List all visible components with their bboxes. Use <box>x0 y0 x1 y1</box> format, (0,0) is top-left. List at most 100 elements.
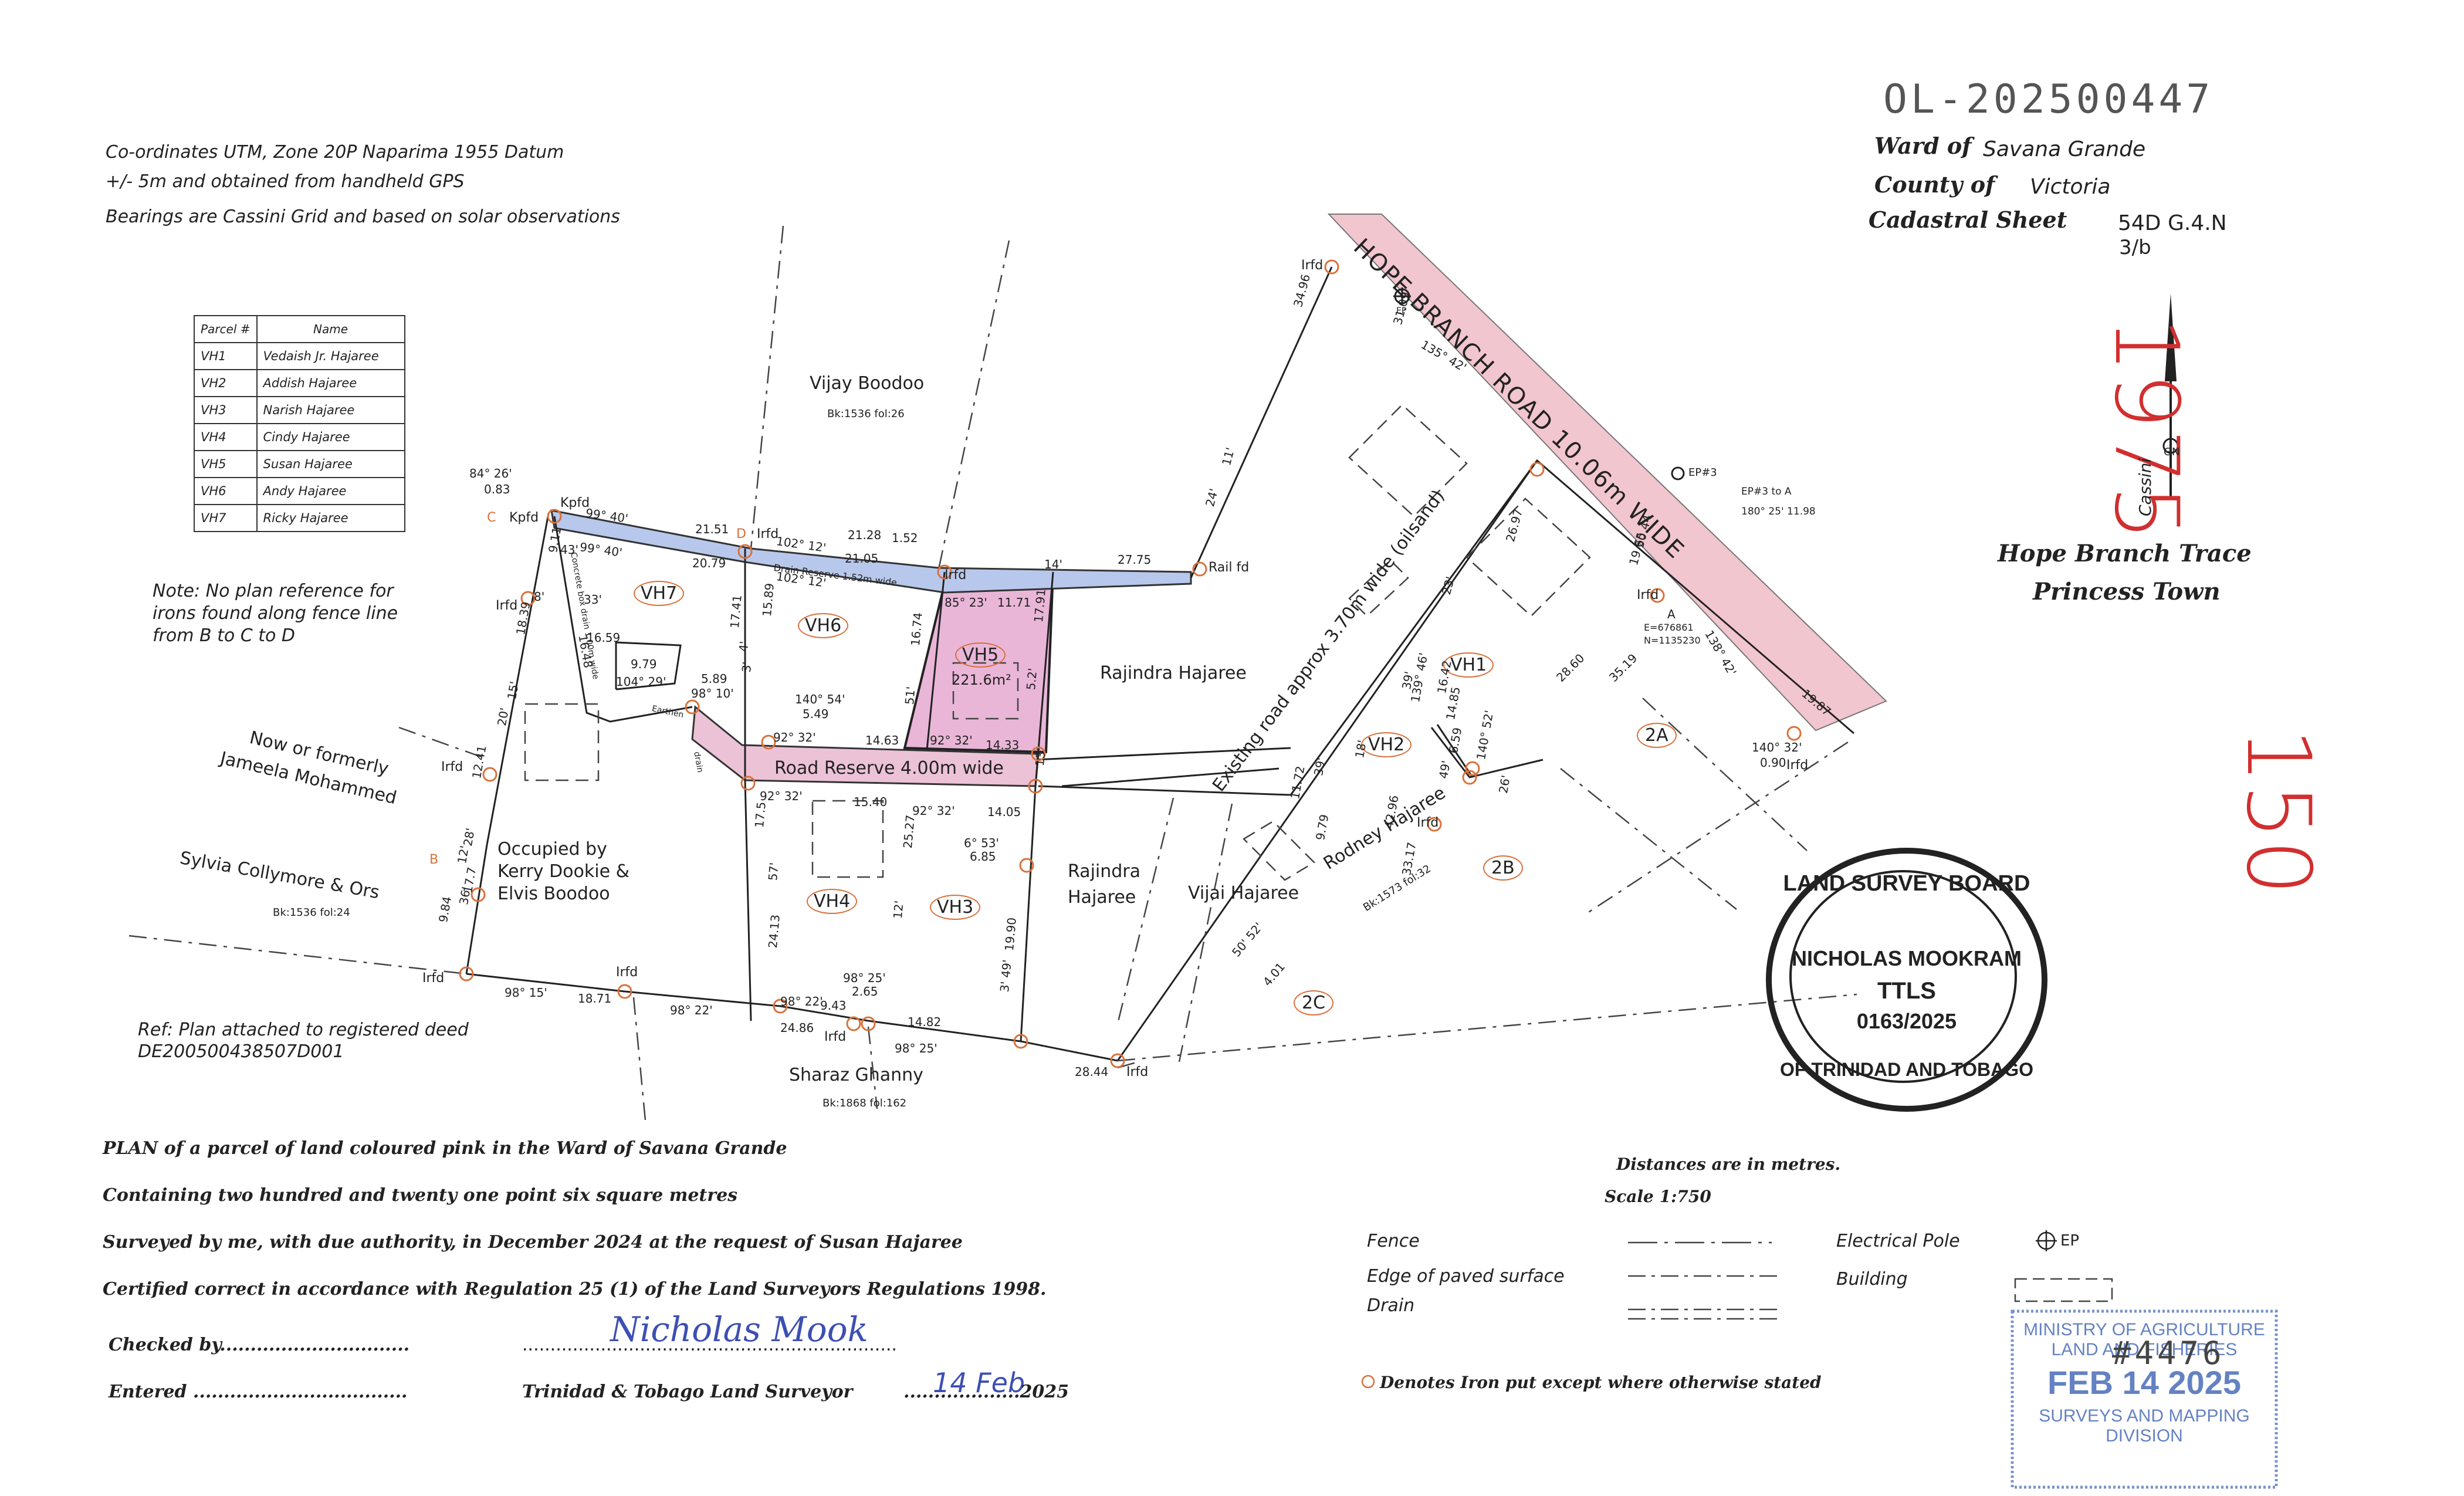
dimension-label: 51' <box>902 686 918 706</box>
dimension-label: 14.63 <box>865 733 899 747</box>
county-value: Victoria <box>2030 175 2111 199</box>
cadastral-sub: 3/b <box>2119 236 2151 259</box>
ministry-line-1: MINISTRY OF AGRICULTURE <box>2023 1320 2265 1339</box>
seal-inner-ring <box>1789 870 2017 1083</box>
dimension-label: 57' <box>766 862 781 882</box>
dimension-label: 12' <box>891 900 906 920</box>
dimension-label: 17.41 <box>727 594 744 629</box>
dimension-label: 16.74 <box>908 611 925 647</box>
dimension-label: 17.5 <box>752 801 769 829</box>
kpfd-label-2: Kpfd <box>560 496 590 510</box>
building-outline <box>1348 559 1409 617</box>
note-irons-3: from B to C to D <box>153 625 296 646</box>
dimension-label: 5.2' <box>1024 667 1040 691</box>
distances-note: Distances are in metres. <box>1616 1155 1841 1174</box>
dimension-label: 4' <box>736 640 752 653</box>
irfd-label: Irfd <box>757 527 779 541</box>
ep3-to-a-label: EP#3 to A <box>1741 486 1792 497</box>
cadastral-value: 54D G.4.N <box>2118 211 2227 235</box>
key-pole-sym: EP <box>2060 1232 2080 1250</box>
drain-reserve-area <box>550 509 1192 594</box>
irfd-label: Irfd <box>496 598 518 613</box>
dimension-label: 33' <box>584 593 602 607</box>
seal-ttls: TTLS <box>1877 978 1936 1004</box>
point-b-label: B <box>429 852 439 867</box>
ep3-label: EP#3 <box>1688 466 1717 479</box>
owner-sylvia-bk: Bk:1536 fol:24 <box>273 906 350 919</box>
table-cell: VH5 <box>194 450 258 478</box>
dimension-label: 98° 22' <box>780 994 823 1008</box>
table-cell: VH3 <box>194 396 258 424</box>
ministry-stamp: MINISTRY OF AGRICULTURE LAND AND FISHERI… <box>2012 1320 2276 1446</box>
dimension-label: 24.13 <box>766 913 783 949</box>
road-reserve-label: Road Reserve 4.00m wide <box>774 758 1004 779</box>
dimension-label: 14' <box>1044 557 1062 571</box>
irfd-label: Irfd <box>824 1030 847 1044</box>
dimension-label: 98° 15' <box>505 986 547 1000</box>
ward-value: Savana Grande <box>1983 137 2146 161</box>
north-sub: GN <box>2164 446 2180 458</box>
dimension-label: 92° 32' <box>760 789 803 803</box>
parcel-2b: 2B <box>1483 855 1523 881</box>
occupied-3: Elvis Boodoo <box>497 884 610 904</box>
dimension-label: 21.51 <box>695 522 729 536</box>
ministry-line-3: SURVEYS AND MAPPING <box>2039 1406 2250 1426</box>
point-d-label: D <box>736 527 746 541</box>
parcel-2c: 2C <box>1294 990 1334 1016</box>
owner-rajindra-2a: Rajindra <box>1068 861 1141 882</box>
scale-label: Scale 1:750 <box>1605 1187 1711 1206</box>
dimension-label: 21.05 <box>845 551 879 566</box>
seal-top-text: LAND SURVEY BOARD <box>1783 871 2030 896</box>
building-outline <box>1242 820 1316 881</box>
building-outline <box>524 703 600 781</box>
dimension-label: 14.82 <box>908 1015 942 1029</box>
occupied-2: Kerry Dookie & <box>497 861 629 882</box>
owner-sharaz: Sharaz Ghanny <box>789 1065 923 1085</box>
buildings <box>524 404 1591 881</box>
handwritten-number-bottom: 150 <box>2227 727 2329 896</box>
electrical-pole-icon <box>1393 287 1685 480</box>
cadastral-label: Cadastral Sheet <box>1869 207 2067 233</box>
ministry-handwritten: #4476 <box>2112 1335 2225 1372</box>
parcel-vh2: VH2 <box>1361 732 1412 757</box>
ministry-stamp-border <box>2011 1309 2278 1489</box>
boundary-lines <box>465 266 1854 1062</box>
note-irons-2: irons found along fence line <box>153 603 398 624</box>
key-fence: Fence <box>1367 1231 1420 1251</box>
dimension-label: 84° 26' <box>469 466 512 480</box>
entered: Entered ................................… <box>109 1382 408 1402</box>
dimension-label: 19.90 <box>1002 916 1019 952</box>
ward-label: Ward of <box>1874 133 1972 159</box>
header-note-2: +/- 5m and obtained from handheld GPS <box>106 171 465 192</box>
parcel-table-header-cell: Parcel # <box>194 315 258 343</box>
kpfd-label: Kpfd <box>509 510 539 525</box>
dimension-label: 20.79 <box>692 556 726 570</box>
parcel-vh6: VH6 <box>798 613 849 638</box>
dimension-label: 3' 49' <box>997 959 1014 993</box>
table-cell: Cindy Hajaree <box>256 423 405 451</box>
parcel-2a: 2A <box>1637 723 1677 748</box>
table-cell: Andy Hajaree <box>256 477 405 505</box>
note-irons-1: Note: No plan reference for <box>153 581 394 601</box>
dimension-label: 140° 32' <box>1752 740 1802 754</box>
dimension-label: 5.49 <box>803 707 829 721</box>
parcel-vh5-area: 221.6m² <box>952 672 1011 688</box>
dimension-label: 9.43 <box>820 999 847 1013</box>
occupied-1: Occupied by <box>497 839 607 859</box>
table-cell: VH4 <box>194 423 258 451</box>
key-paved: Edge of paved surface <box>1367 1266 1565 1287</box>
location-line-1: Hope Branch Trace <box>1998 540 2252 567</box>
checked-by: Checked by..............................… <box>109 1335 410 1355</box>
county-label: County of <box>1874 171 1995 198</box>
north-label: Cassini <box>2135 458 2155 516</box>
ref-number: OL-202500447 <box>1883 76 2214 123</box>
ministry-line-2: LAND AND FISHERIES <box>2051 1340 2238 1359</box>
parcel-vh5: VH5 <box>955 642 1006 668</box>
ministry-date: FEB 14 2025 <box>2047 1364 2241 1401</box>
table-cell: Vedaish Jr. Hajaree <box>256 342 405 370</box>
dimension-label: 16.59 <box>587 631 621 645</box>
